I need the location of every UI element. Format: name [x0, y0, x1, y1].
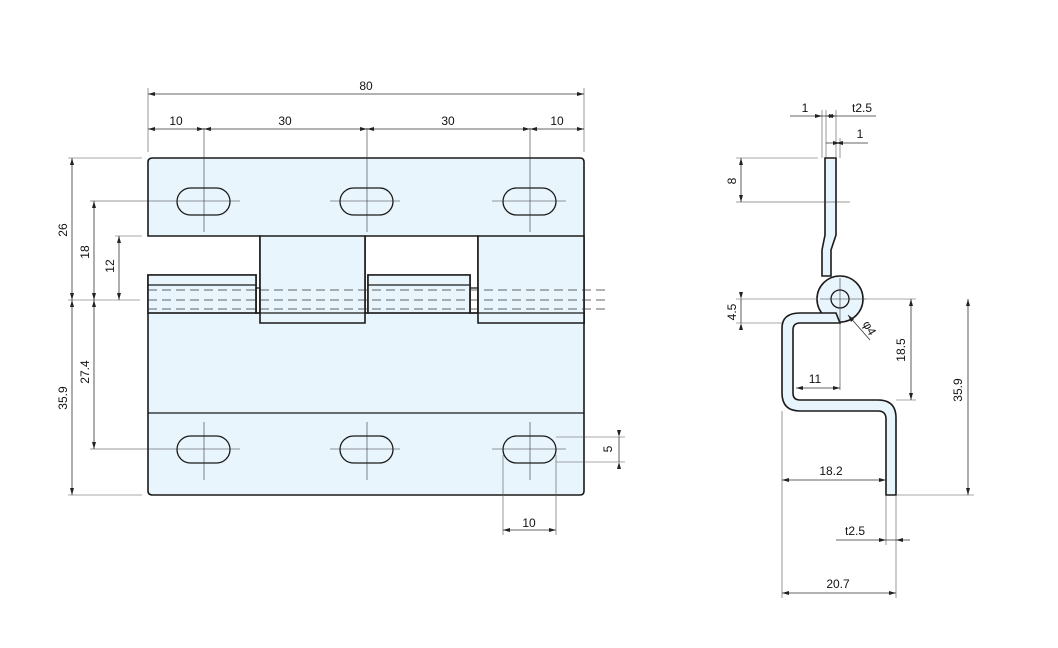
dim-label-lower-slot-to-axis: 27.4 [78, 360, 92, 384]
side-view: 1 t2.5 1 8 4.5 φ4 11 18.5 35.9 18.2 t2.5… [725, 101, 974, 598]
lower-knuckle-left [147, 274, 257, 314]
dim-label-gap-right: 1 [857, 127, 864, 141]
upper-knuckle-overlay [259, 235, 366, 324]
extension-lines [68, 88, 625, 535]
dimension-lines [71, 93, 620, 531]
dim-label-overall-width: 80 [359, 79, 373, 93]
dim-label-upper-leaf-height: 26 [56, 223, 70, 237]
side-dimension-lines [740, 115, 969, 594]
dim-label-left-pitch: 30 [278, 114, 292, 128]
slot [176, 187, 231, 216]
dim-label-slot-depth: 8 [725, 177, 739, 184]
dim-label-width-18-2: 18.2 [819, 464, 843, 478]
dim-label-height-35-9: 35.9 [951, 378, 965, 402]
arrowheads [70, 92, 621, 532]
dim-label-thickness-top: t2.5 [852, 101, 872, 115]
dim-label-axis-offset: 4.5 [725, 303, 739, 320]
lower-slots [176, 435, 557, 464]
side-arrowheads [739, 114, 970, 595]
dim-label-gap-left: 1 [802, 101, 809, 115]
dim-label-slot-length: 10 [522, 516, 536, 530]
knuckle-inner-left [255, 287, 261, 314]
upper-knuckle-overlay-right [477, 235, 585, 324]
center-lines [90, 128, 566, 480]
dim-label-slot-to-axis: 18 [78, 245, 92, 259]
upper-plate-profile [821, 157, 837, 277]
dim-label-knuckle-half: 12 [103, 259, 117, 273]
slot [339, 187, 394, 216]
dim-label-right-margin: 10 [550, 114, 564, 128]
upper-slots [176, 187, 557, 216]
slot [502, 187, 557, 216]
dim-label-offset-11: 11 [809, 372, 822, 386]
slot [176, 435, 231, 464]
dim-label-right-pitch: 30 [441, 114, 455, 128]
dim-label-overall-20-7: 20.7 [826, 577, 850, 591]
slot [502, 435, 557, 464]
dim-label-lower-leaf-height: 35.9 [56, 386, 70, 410]
side-extension-lines [736, 110, 974, 598]
knuckle-inner-right [469, 287, 479, 314]
dim-label-height-18-5: 18.5 [894, 338, 908, 362]
dim-label-slot-width: 5 [601, 445, 615, 452]
slot [339, 435, 394, 464]
dim-label-pin-diameter: φ4 [860, 318, 880, 338]
dim-label-left-margin: 10 [169, 114, 183, 128]
lower-knuckle-middle [367, 274, 471, 314]
front-view: 80 10 30 30 10 26 18 12 27.4 35.9 5 10 [56, 79, 625, 535]
side-center-lines [736, 201, 866, 390]
dim-label-thickness-bottom: t2.5 [845, 524, 865, 538]
